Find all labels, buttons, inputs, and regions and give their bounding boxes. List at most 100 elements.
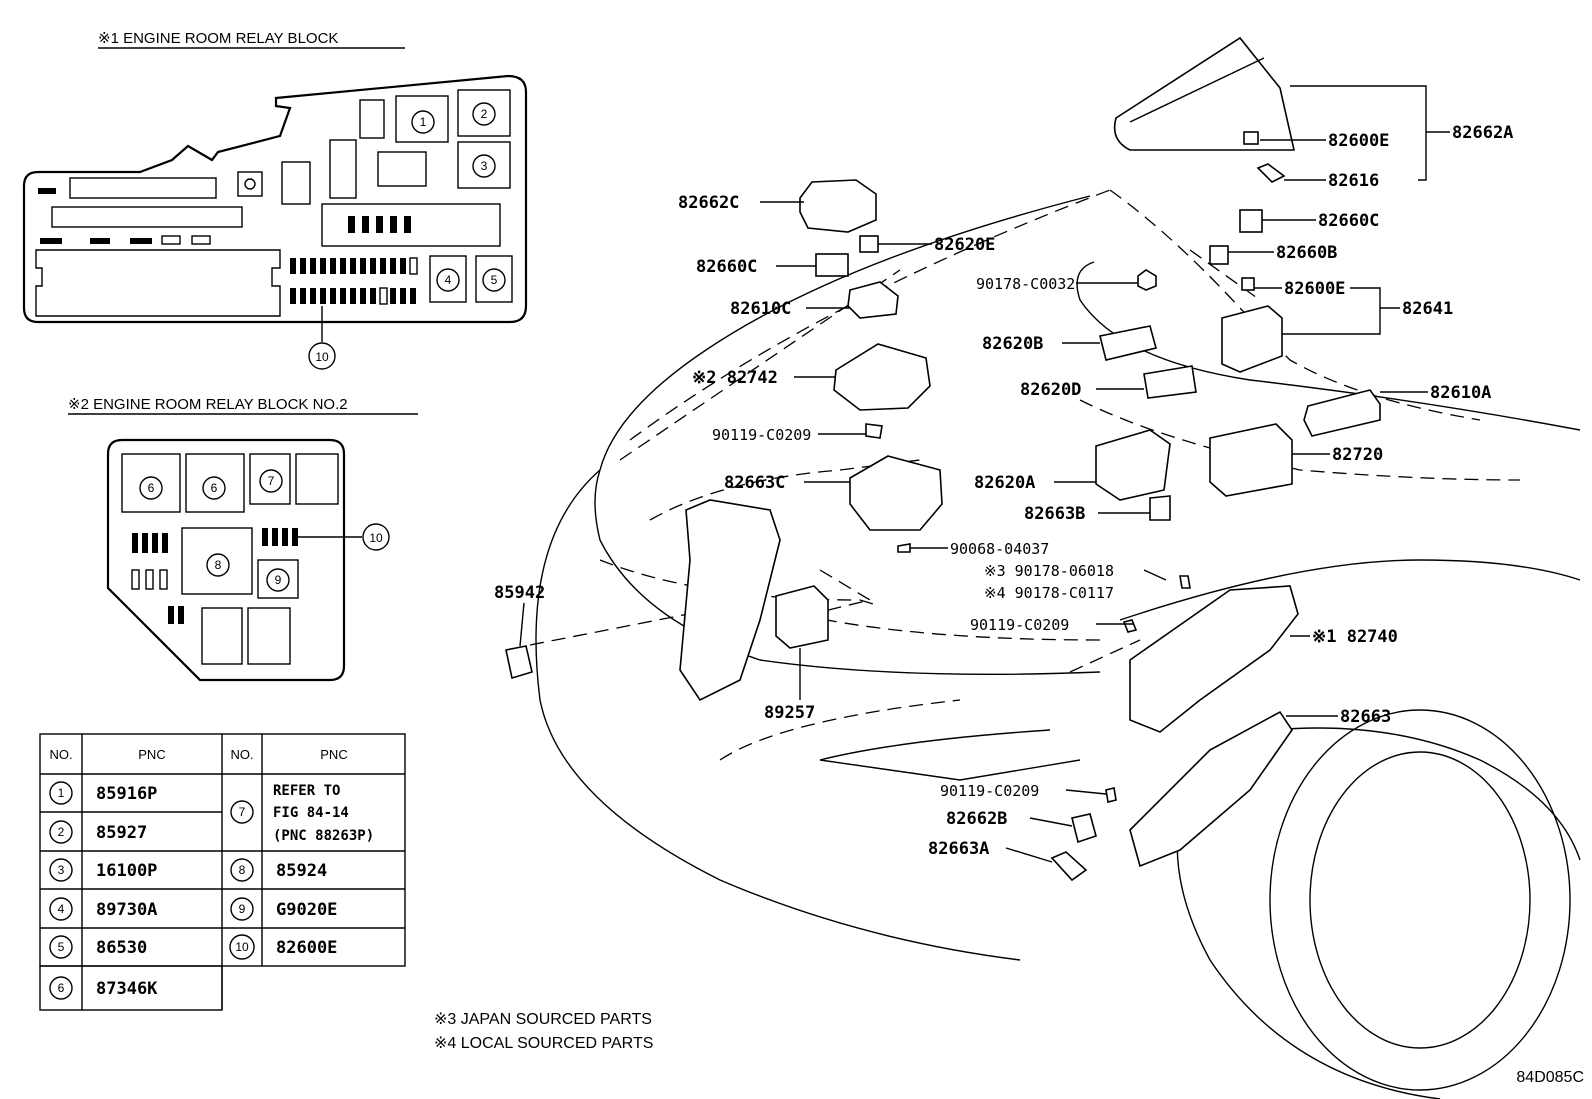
svg-text:2: 2: [58, 825, 65, 839]
relay-block-82742: [833, 343, 931, 411]
svg-text:4: 4: [445, 273, 452, 287]
callout-circle: 4: [436, 268, 460, 292]
svg-text:86530: 86530: [96, 938, 147, 958]
callout-circle: 8: [206, 553, 230, 577]
part-label: 90068-04037: [950, 540, 1049, 558]
relay-block-1-outline: [22, 74, 528, 324]
part-label: ※4 90178-C0117: [984, 584, 1114, 602]
part-labels: 82662A 82600E 82616 82662C 82660C 82620E…: [494, 123, 1513, 859]
part-label: 82662A: [1452, 123, 1513, 143]
part-label: 82660B: [1276, 243, 1337, 263]
callout-circle: 7: [259, 469, 283, 493]
svg-text:5: 5: [491, 273, 498, 287]
header-pnc-left: PNC: [138, 747, 165, 762]
part-label: 82616: [1328, 171, 1379, 191]
svg-text:82600E: 82600E: [276, 938, 337, 958]
fuse-box-cover-82662A: [1113, 36, 1296, 151]
table-row: 5 86530: [49, 935, 147, 959]
svg-text:5: 5: [58, 940, 65, 954]
notes: ※3 JAPAN SOURCED PARTS ※4 LOCAL SOURCED …: [434, 1011, 1584, 1086]
relay-85942: [505, 645, 533, 680]
part-label: 82620B: [982, 334, 1043, 354]
svg-text:1: 1: [58, 786, 65, 800]
svg-text:6: 6: [211, 481, 218, 495]
callout-circle: 10: [362, 523, 390, 551]
figure-code: 84D085C: [1516, 1069, 1584, 1086]
table-row: 8 85924: [230, 858, 327, 882]
part-label: ※1 82740: [1312, 627, 1398, 647]
table-row: 2 85927: [49, 820, 147, 844]
part-label: 82620E: [934, 235, 995, 255]
header-no-right: NO.: [230, 747, 253, 762]
svg-text:10: 10: [235, 940, 249, 954]
table-row: 3 16100P: [49, 858, 157, 882]
svg-text:10: 10: [369, 531, 383, 545]
relay-82610C: [847, 281, 899, 319]
relay-block-82740: [1129, 585, 1299, 733]
part-label: 89257: [764, 703, 815, 723]
part-label: 90119-C0209: [970, 616, 1069, 634]
svg-text:8: 8: [239, 863, 246, 877]
svg-text:4: 4: [58, 902, 65, 916]
part-label: 82662C: [678, 193, 739, 213]
table-row: 9 G9020E: [230, 897, 337, 921]
part-label: 82600E: [1284, 279, 1345, 299]
cover-82662C: [799, 179, 877, 233]
svg-text:6: 6: [148, 481, 155, 495]
callout-circle: 1: [411, 110, 435, 134]
svg-text:7: 7: [268, 474, 275, 488]
svg-text:3: 3: [58, 863, 65, 877]
part-label: 82610A: [1430, 383, 1491, 403]
part-label: 82641: [1402, 299, 1453, 319]
header-no-left: NO.: [49, 747, 72, 762]
callout-circle: 6: [139, 476, 163, 500]
leader-lines: [519, 85, 1450, 863]
part-label: 90119-C0209: [712, 426, 811, 444]
svg-text:7: 7: [239, 805, 246, 819]
callout-circle: 5: [482, 268, 506, 292]
svg-text:16100P: 16100P: [96, 861, 157, 881]
part-label: 82620D: [1020, 380, 1081, 400]
relay-block-2: ※2 ENGINE ROOM RELAY BLOCK NO.2 6 6 7 8 …: [68, 396, 418, 682]
svg-text:(PNC 88263P): (PNC 88263P): [273, 828, 374, 844]
part-label: 82663A: [928, 839, 989, 859]
parts: [505, 36, 1381, 882]
block-82620A: [1095, 429, 1171, 501]
table-row: 7 REFER TO FIG 84-14 (PNC 88263P): [230, 783, 374, 844]
svg-text:87346K: 87346K: [96, 979, 158, 999]
relay-block-1: ※1 ENGINE ROOM RELAY BLOCK: [22, 30, 528, 370]
ecu-89257: [775, 585, 829, 649]
table-row: 10 82600E: [229, 934, 337, 960]
svg-text:1: 1: [420, 115, 427, 129]
svg-text:9: 9: [275, 573, 282, 587]
svg-text:85927: 85927: [96, 823, 147, 843]
part-label: 82663: [1340, 707, 1391, 727]
callout-circle: 2: [472, 102, 496, 126]
part-label: 85942: [494, 583, 545, 603]
part-label: 82660C: [1318, 211, 1379, 231]
callout-circle: 6: [202, 476, 226, 500]
header-pnc-right: PNC: [320, 747, 347, 762]
svg-text:G9020E: G9020E: [276, 900, 337, 920]
ecu-82720: [1209, 423, 1293, 497]
part-label: ※3 90178-06018: [984, 562, 1114, 580]
relay-block-2-title: ※2 ENGINE ROOM RELAY BLOCK NO.2: [68, 396, 348, 413]
svg-text:10: 10: [315, 350, 329, 364]
note-local-sourced: ※4 LOCAL SOURCED PARTS: [434, 1035, 653, 1052]
part-label: 82600E: [1328, 131, 1389, 151]
note-japan-sourced: ※3 JAPAN SOURCED PARTS: [434, 1011, 652, 1028]
part-label: 82620A: [974, 473, 1035, 493]
table-row: 4 89730A: [49, 897, 157, 921]
part-label: 82663B: [1024, 504, 1085, 524]
part-label: 82662B: [946, 809, 1007, 829]
part-label: 82663C: [724, 473, 785, 493]
svg-text:89730A: 89730A: [96, 900, 157, 920]
relay-block-2-outline: [106, 438, 346, 682]
svg-text:9: 9: [239, 902, 246, 916]
svg-text:REFER TO: REFER TO: [273, 783, 340, 799]
svg-text:85916P: 85916P: [96, 784, 157, 804]
pnc-table: NO. PNC NO. PNC 1 85916P 2 85927 3 16100…: [39, 733, 406, 1011]
svg-text:8: 8: [215, 558, 222, 572]
vehicle-outline: [529, 189, 1581, 1099]
